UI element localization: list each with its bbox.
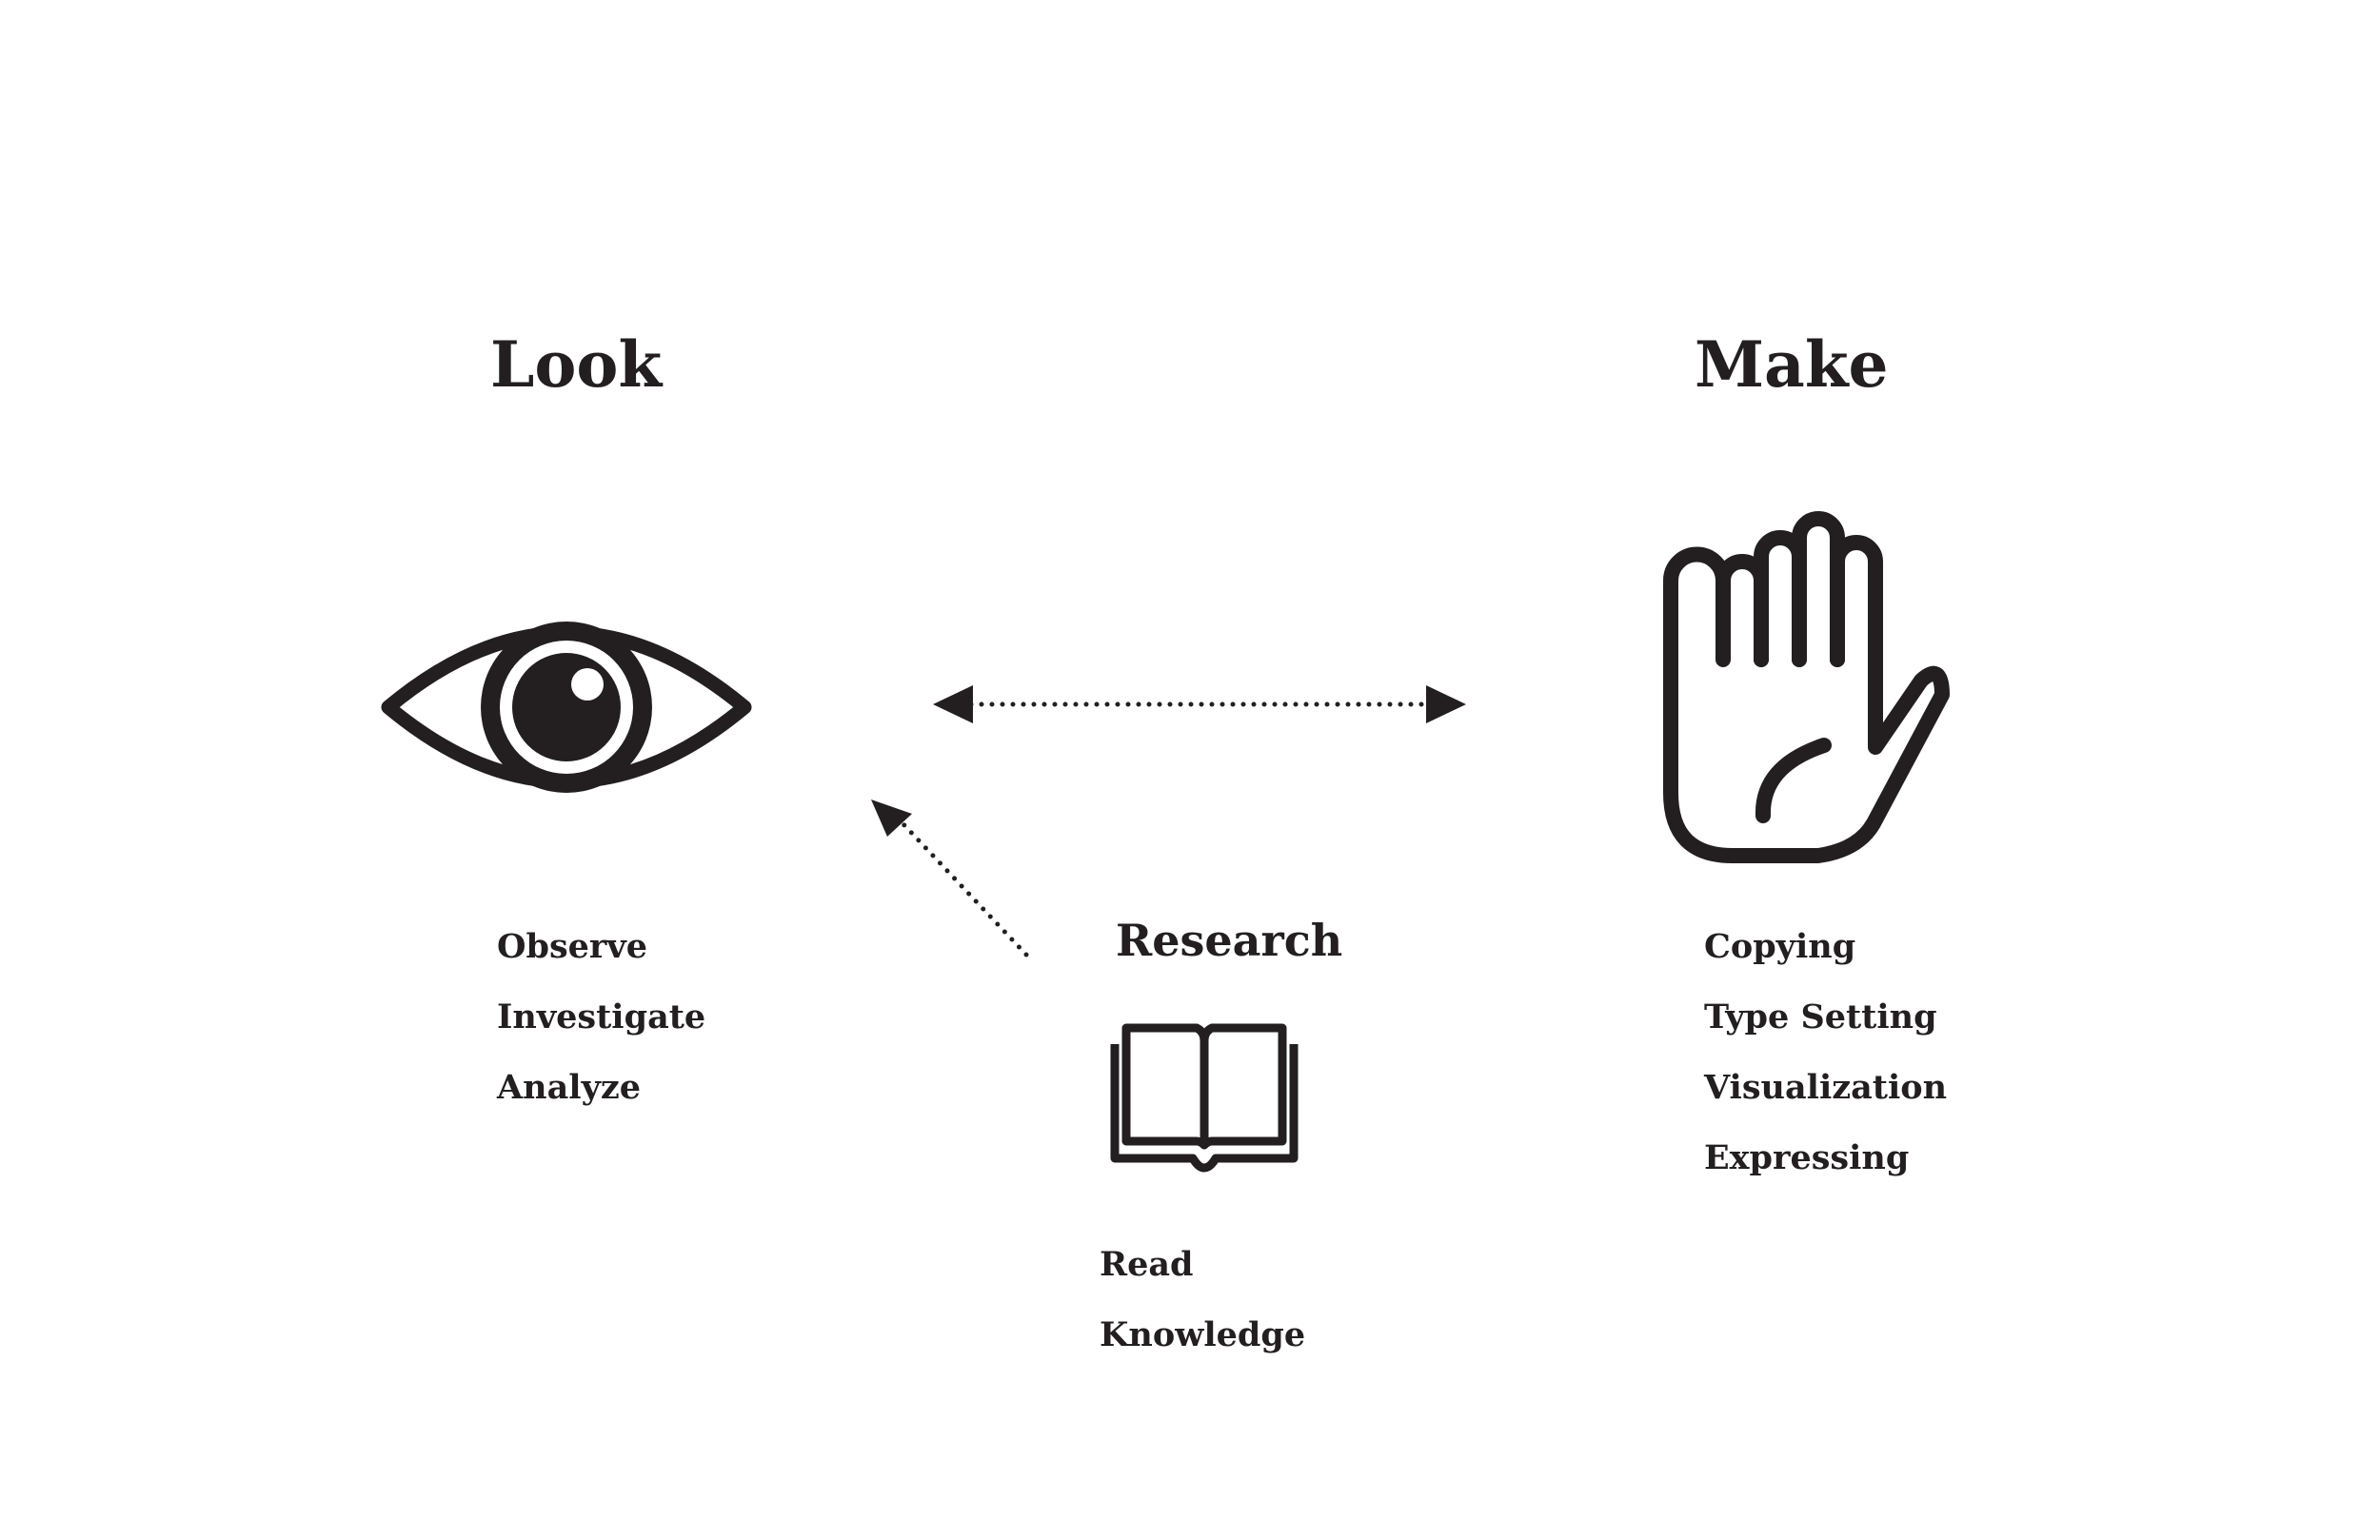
open-book-icon: [1110, 1023, 1299, 1173]
look-item: Analyze: [497, 1068, 642, 1107]
look-item-list: Observe Investigate Analyze: [497, 912, 705, 1123]
make-item: Visualization: [1704, 1068, 1948, 1107]
research-item-list: Read Knowledge: [1100, 1230, 1305, 1371]
research-heading: Research: [1116, 915, 1343, 966]
make-item: Expressing: [1704, 1138, 1910, 1177]
make-item: Type Setting: [1704, 997, 1937, 1037]
make-item: Copying: [1704, 927, 1856, 966]
arrowhead-right: [1426, 685, 1466, 723]
hand-icon: [1663, 511, 1950, 863]
arrowhead-left: [933, 685, 973, 723]
research-item: Read: [1100, 1245, 1194, 1284]
eye-icon: [381, 622, 752, 793]
research-item: Knowledge: [1100, 1315, 1306, 1354]
look-make-arrow: [933, 685, 1466, 723]
look-item: Observe: [497, 927, 647, 966]
make-heading: Make: [1695, 327, 1889, 402]
arrowhead-up-left: [871, 800, 912, 837]
make-item-list: Copying Type Setting Visualization Expre…: [1704, 912, 1947, 1194]
research-to-look-arrow: [871, 800, 1029, 958]
look-item: Investigate: [497, 997, 706, 1037]
look-heading: Look: [490, 327, 663, 402]
